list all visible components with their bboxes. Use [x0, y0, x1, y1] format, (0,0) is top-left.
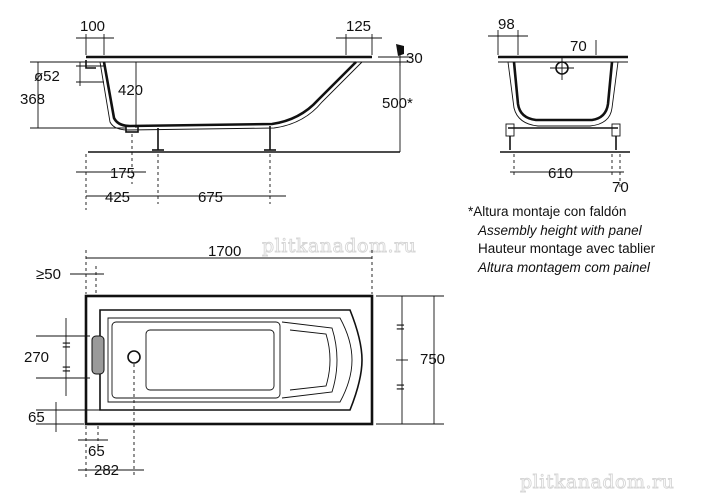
overflow-mark [85, 60, 96, 69]
plan-floor-panel [145, 329, 275, 391]
plan-grip [91, 335, 105, 375]
footnote-fr: Hauteur montage avec tablier [478, 241, 656, 256]
plan-dim-270: 270 [24, 349, 49, 366]
dim-100: 100 [80, 18, 105, 35]
dim-30: 30 [406, 50, 423, 67]
footnote-pt: Altura montagem com painel [477, 260, 651, 275]
dim-420: 420 [118, 82, 143, 99]
plan-eq-1: = [62, 337, 71, 354]
bath-outer-profile [99, 61, 363, 131]
plan-dim-282: 282 [94, 462, 119, 479]
dim-500: 500* [382, 95, 413, 112]
end-dim-98: 98 [498, 16, 515, 33]
plan-dim-65-left: 65 [28, 409, 45, 426]
footnote: *Altura montaje con faldón Assembly heig… [468, 204, 656, 275]
plan-dim-50: ≥50 [36, 266, 61, 283]
drain-stub [125, 125, 139, 133]
dim-368: 368 [20, 91, 45, 108]
plan-outline [84, 294, 374, 426]
plan-eq-2: = [62, 361, 71, 378]
side-view: 100 125 30 ø52 368 420 500* 175 [20, 18, 423, 210]
plan-dim-65-bottom: 65 [88, 443, 105, 460]
dim-125: 125 [346, 18, 371, 35]
bath-profile [102, 61, 357, 128]
plan-eq-4: = [396, 379, 405, 396]
dim-425: 425 [105, 189, 130, 206]
dim-175: 175 [110, 165, 135, 182]
plan-dim-750: 750 [420, 351, 445, 368]
plan-drain [127, 350, 141, 364]
footnote-en: Assembly height with panel [477, 223, 643, 238]
plan-eq-3: = [396, 319, 405, 336]
plan-dim-1700: 1700 [208, 243, 241, 260]
plan-basin [99, 309, 363, 411]
end-view: 98 70 610 70 [488, 16, 630, 196]
footnote-es: *Altura montaje con faldón [468, 204, 626, 219]
watermark-bottom: plitkanadom.ru [520, 471, 674, 493]
end-dim-70-bottom: 70 [612, 179, 629, 196]
end-body [512, 61, 614, 122]
dim-675: 675 [198, 189, 223, 206]
plan-view: 1700 ≥50 270 = = 750 = = 65 65 282 [24, 243, 445, 479]
end-dim-70-top: 70 [570, 38, 587, 55]
watermark-top: plitkanadom.ru [262, 235, 416, 257]
end-dim-610: 610 [548, 165, 573, 182]
dim-52: ø52 [34, 68, 60, 85]
